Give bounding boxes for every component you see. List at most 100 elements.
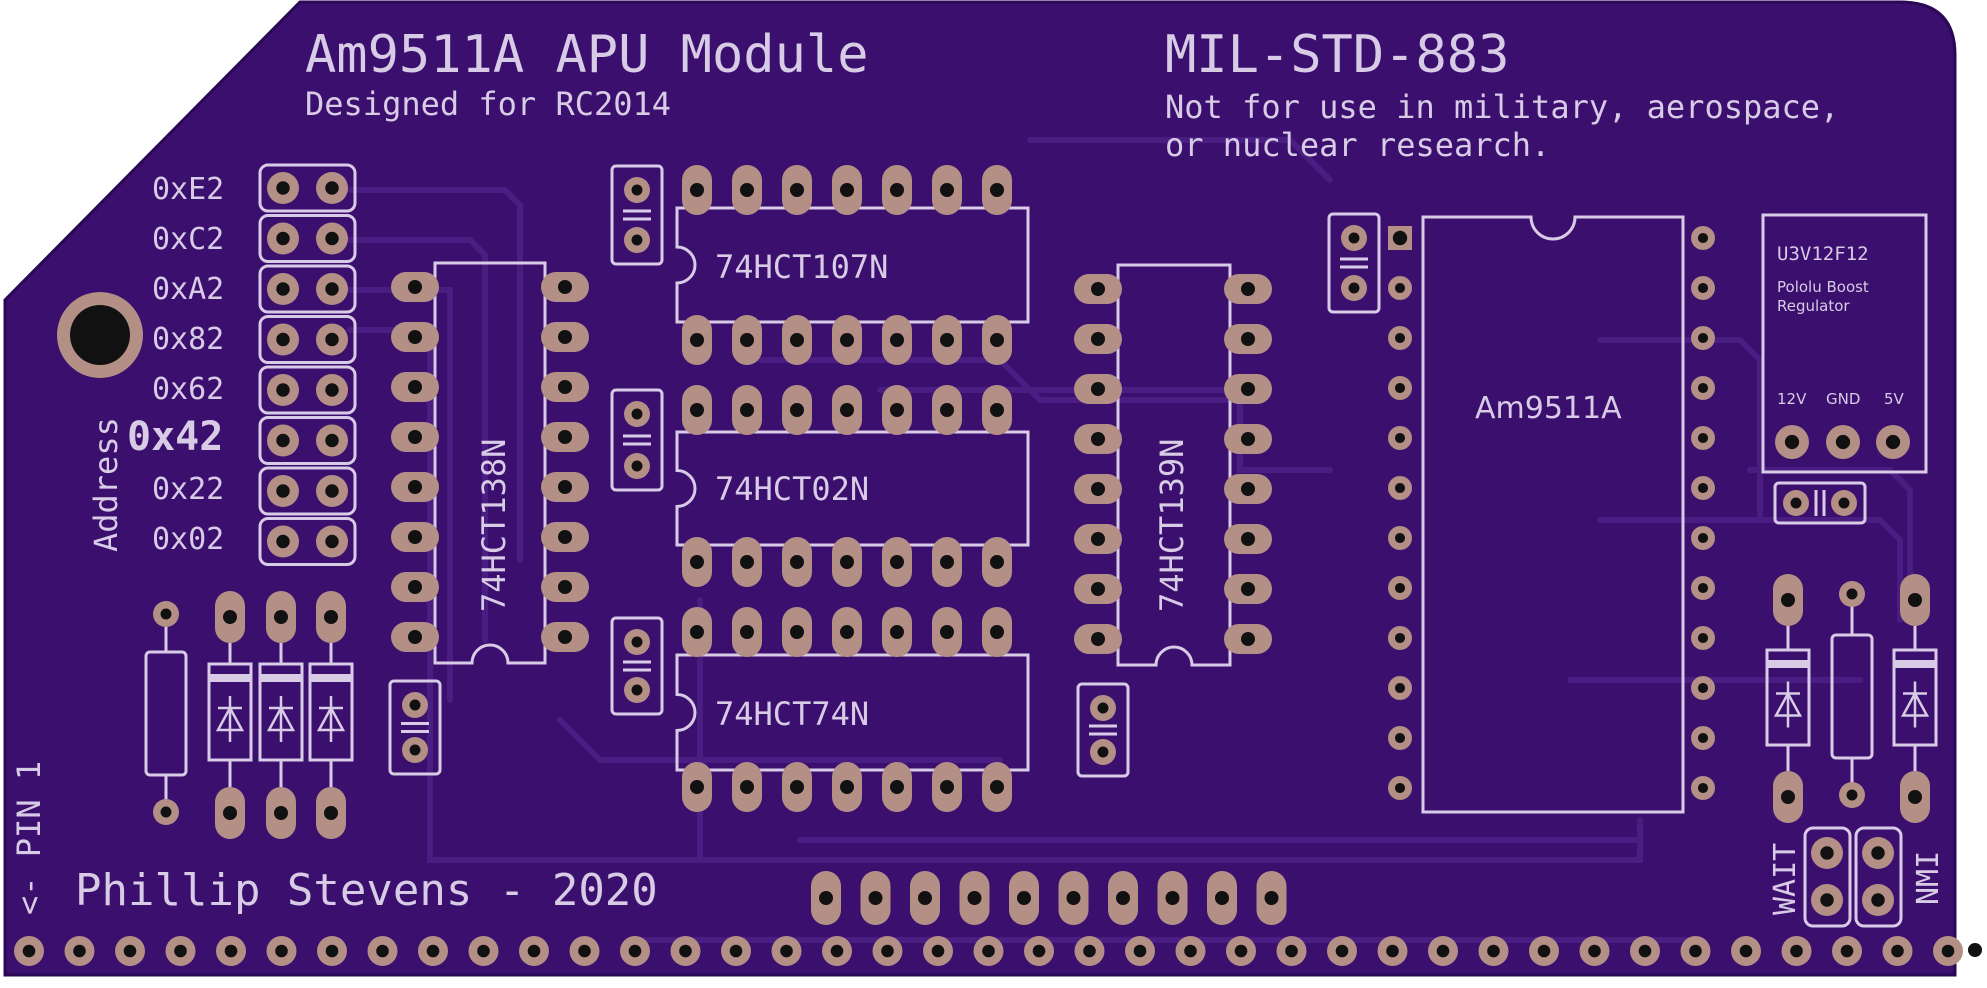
- rc2014-bus-pin: [317, 936, 347, 966]
- address-jumper-pin: [267, 424, 299, 457]
- address-jumper-pair[interactable]: [258, 264, 357, 314]
- diode-d1-pad: [215, 591, 245, 643]
- address-jumper-pin: [316, 222, 348, 255]
- bypass-capacitor-c2-pad: [624, 401, 650, 427]
- chip-am9511a-label: Am9511A: [1475, 391, 1622, 426]
- bypass-capacitor-c1-pad: [624, 177, 650, 203]
- chip-74hct107n-pin: [832, 315, 862, 365]
- address-jumper-pin: [316, 424, 348, 457]
- extended-bus-pin: [1009, 871, 1039, 925]
- chip-74hct02n-pin: [682, 385, 712, 435]
- chip-74hct107n-pin: [782, 165, 812, 215]
- nmi-jumper-label: NMI: [1911, 851, 1946, 905]
- am9511a-pin: [1691, 226, 1715, 250]
- chip-74hct138n-pin: [541, 322, 589, 352]
- chip-74hct107n-pin: [982, 165, 1012, 215]
- pin1-label: <- PIN 1: [10, 761, 48, 915]
- regulator-part: U3V12F12: [1777, 243, 1869, 265]
- board-outline: [3, 0, 1957, 977]
- rc2014-bus-pin: [216, 936, 246, 966]
- traces: [347, 137, 1913, 943]
- chip-74hct74n-pin: [982, 762, 1012, 812]
- resistor-r2-pad: [1839, 782, 1865, 808]
- chip-74hct107n-pin: [832, 165, 862, 215]
- address-jumper-pair[interactable]: [258, 315, 357, 364]
- resistor-r2: [1830, 581, 1874, 808]
- rc2014-bus-pin: [115, 936, 145, 966]
- chip-74hct139n-pin: [1224, 624, 1272, 654]
- chip-74hct138n-pin: [541, 622, 589, 652]
- bypass-capacitor-c4: [388, 679, 442, 776]
- address-option-3: 0x82: [152, 322, 224, 357]
- am9511a-pin: [1388, 476, 1412, 500]
- chip-74hct02n-pin: [782, 385, 812, 435]
- rc2014-bus-pin: [923, 936, 953, 966]
- wait-nmi-jumpers[interactable]: [1803, 826, 1903, 928]
- chip-74hct02n-pin: [832, 537, 862, 587]
- title-sub: Designed for RC2014: [305, 85, 671, 123]
- extended-bus-pin: [1157, 871, 1188, 925]
- extended-bus-pin: [1058, 871, 1089, 925]
- address-jumper-pair[interactable]: [258, 163, 357, 213]
- rc2014-bus-pin: [569, 936, 600, 966]
- diode-d5-pad: [1900, 771, 1930, 823]
- address-jumper-pair[interactable]: [258, 416, 357, 465]
- extended-bus-pin: [1207, 871, 1237, 925]
- chip-74hct02n-pin: [732, 385, 762, 435]
- chip-74hct107n: [675, 165, 1030, 365]
- am9511a-pin: [1691, 526, 1715, 550]
- bypass-capacitor-c5-pad: [1090, 739, 1116, 765]
- chip-74hct139n-pin: [1224, 274, 1272, 304]
- chip-74hct138n-label: 74HCT138N: [475, 439, 513, 612]
- chip-74hct02n-pin: [682, 537, 712, 587]
- chip-74hct02n-pin: [882, 385, 912, 435]
- chip-74hct138n-pin: [391, 422, 439, 452]
- rc2014-bus-pin: [1882, 936, 1913, 966]
- address-label: Address: [87, 417, 125, 552]
- bypass-capacitor-c2-pad: [624, 453, 650, 479]
- address-jumper-pair[interactable]: [258, 466, 357, 516]
- rc2014-bus-pin: [1529, 936, 1559, 966]
- am9511a-pin: [1388, 776, 1412, 800]
- chip-74hct139n-pin: [1074, 624, 1122, 654]
- rc2014-bus-pin: [1832, 936, 1862, 966]
- chip-74hct138n: [391, 261, 589, 665]
- am9511a-pin: [1388, 276, 1412, 300]
- regulator-capacitor-pad: [1783, 490, 1809, 516]
- bypass-capacitor-c5: [1076, 682, 1130, 778]
- am9511a-pin: [1691, 276, 1715, 300]
- extended-bus-pin: [811, 871, 841, 925]
- address-jumper-pair[interactable]: [258, 517, 357, 566]
- am9511a-pin: [1388, 576, 1412, 600]
- author-credit: Phillip Stevens - 2020: [75, 865, 658, 916]
- chip-74hct02n-pin: [732, 537, 762, 587]
- regulator-pin-5v-pad: [1876, 425, 1910, 459]
- chip-74hct139n-label: 74HCT139N: [1153, 439, 1191, 612]
- am9511a-pin: [1388, 376, 1412, 400]
- address-option-1: 0xC2: [152, 222, 224, 257]
- extended-bus-pin: [959, 871, 990, 925]
- rc2014-bus-pin: [1377, 936, 1408, 966]
- chip-74hct74n-pin: [782, 762, 812, 812]
- disclaimer-line2: or nuclear research.: [1165, 126, 1550, 164]
- chip-74hct74n-pin: [982, 607, 1012, 657]
- am9511a-pin: [1691, 626, 1715, 650]
- chip-74hct02n-pin: [982, 537, 1012, 587]
- address-option-2: 0xA2: [152, 272, 224, 307]
- address-jumper-pin: [316, 273, 348, 305]
- am9511a-pin1-square-pad: [1388, 226, 1412, 250]
- chip-74hct138n-pin: [541, 372, 589, 402]
- chip-74hct107n-pin: [932, 165, 962, 215]
- address-jumper-pin: [267, 222, 299, 255]
- am9511a-pin: [1691, 726, 1715, 750]
- title-main: Am9511A APU Module: [305, 25, 869, 85]
- chip-74hct138n-pin: [391, 572, 439, 602]
- address-jumper-pair[interactable]: [258, 214, 357, 263]
- rc2014-bus-pin: [1125, 936, 1155, 966]
- bypass-capacitor-c1: [610, 164, 664, 266]
- chip-74hct02n-pin: [882, 537, 912, 587]
- chip-74hct139n-pin: [1074, 524, 1122, 554]
- chip-74hct02n-pin: [782, 537, 812, 587]
- address-jumper-pair[interactable]: [258, 365, 357, 415]
- address-option-7: 0x02: [152, 522, 224, 557]
